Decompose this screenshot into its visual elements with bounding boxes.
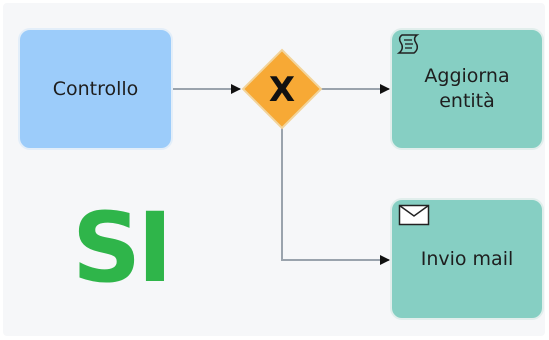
task-aggiorna-entita[interactable]: Aggiorna entità [390,28,544,150]
task-aggiorna-label: Aggiorna entità [424,65,510,112]
task-controllo[interactable]: Controllo [18,28,173,150]
exclusive-gateway[interactable]: X [241,48,323,130]
task-invio-mail-label: Invio mail [420,247,514,270]
gateway-symbol: X [269,70,295,110]
outcome-si-text: SI [72,192,173,304]
script-icon [396,34,420,54]
flow-gateway-to-invio-mail[interactable] [281,128,390,265]
envelope-icon [398,204,430,226]
task-controllo-label: Controllo [52,77,139,100]
